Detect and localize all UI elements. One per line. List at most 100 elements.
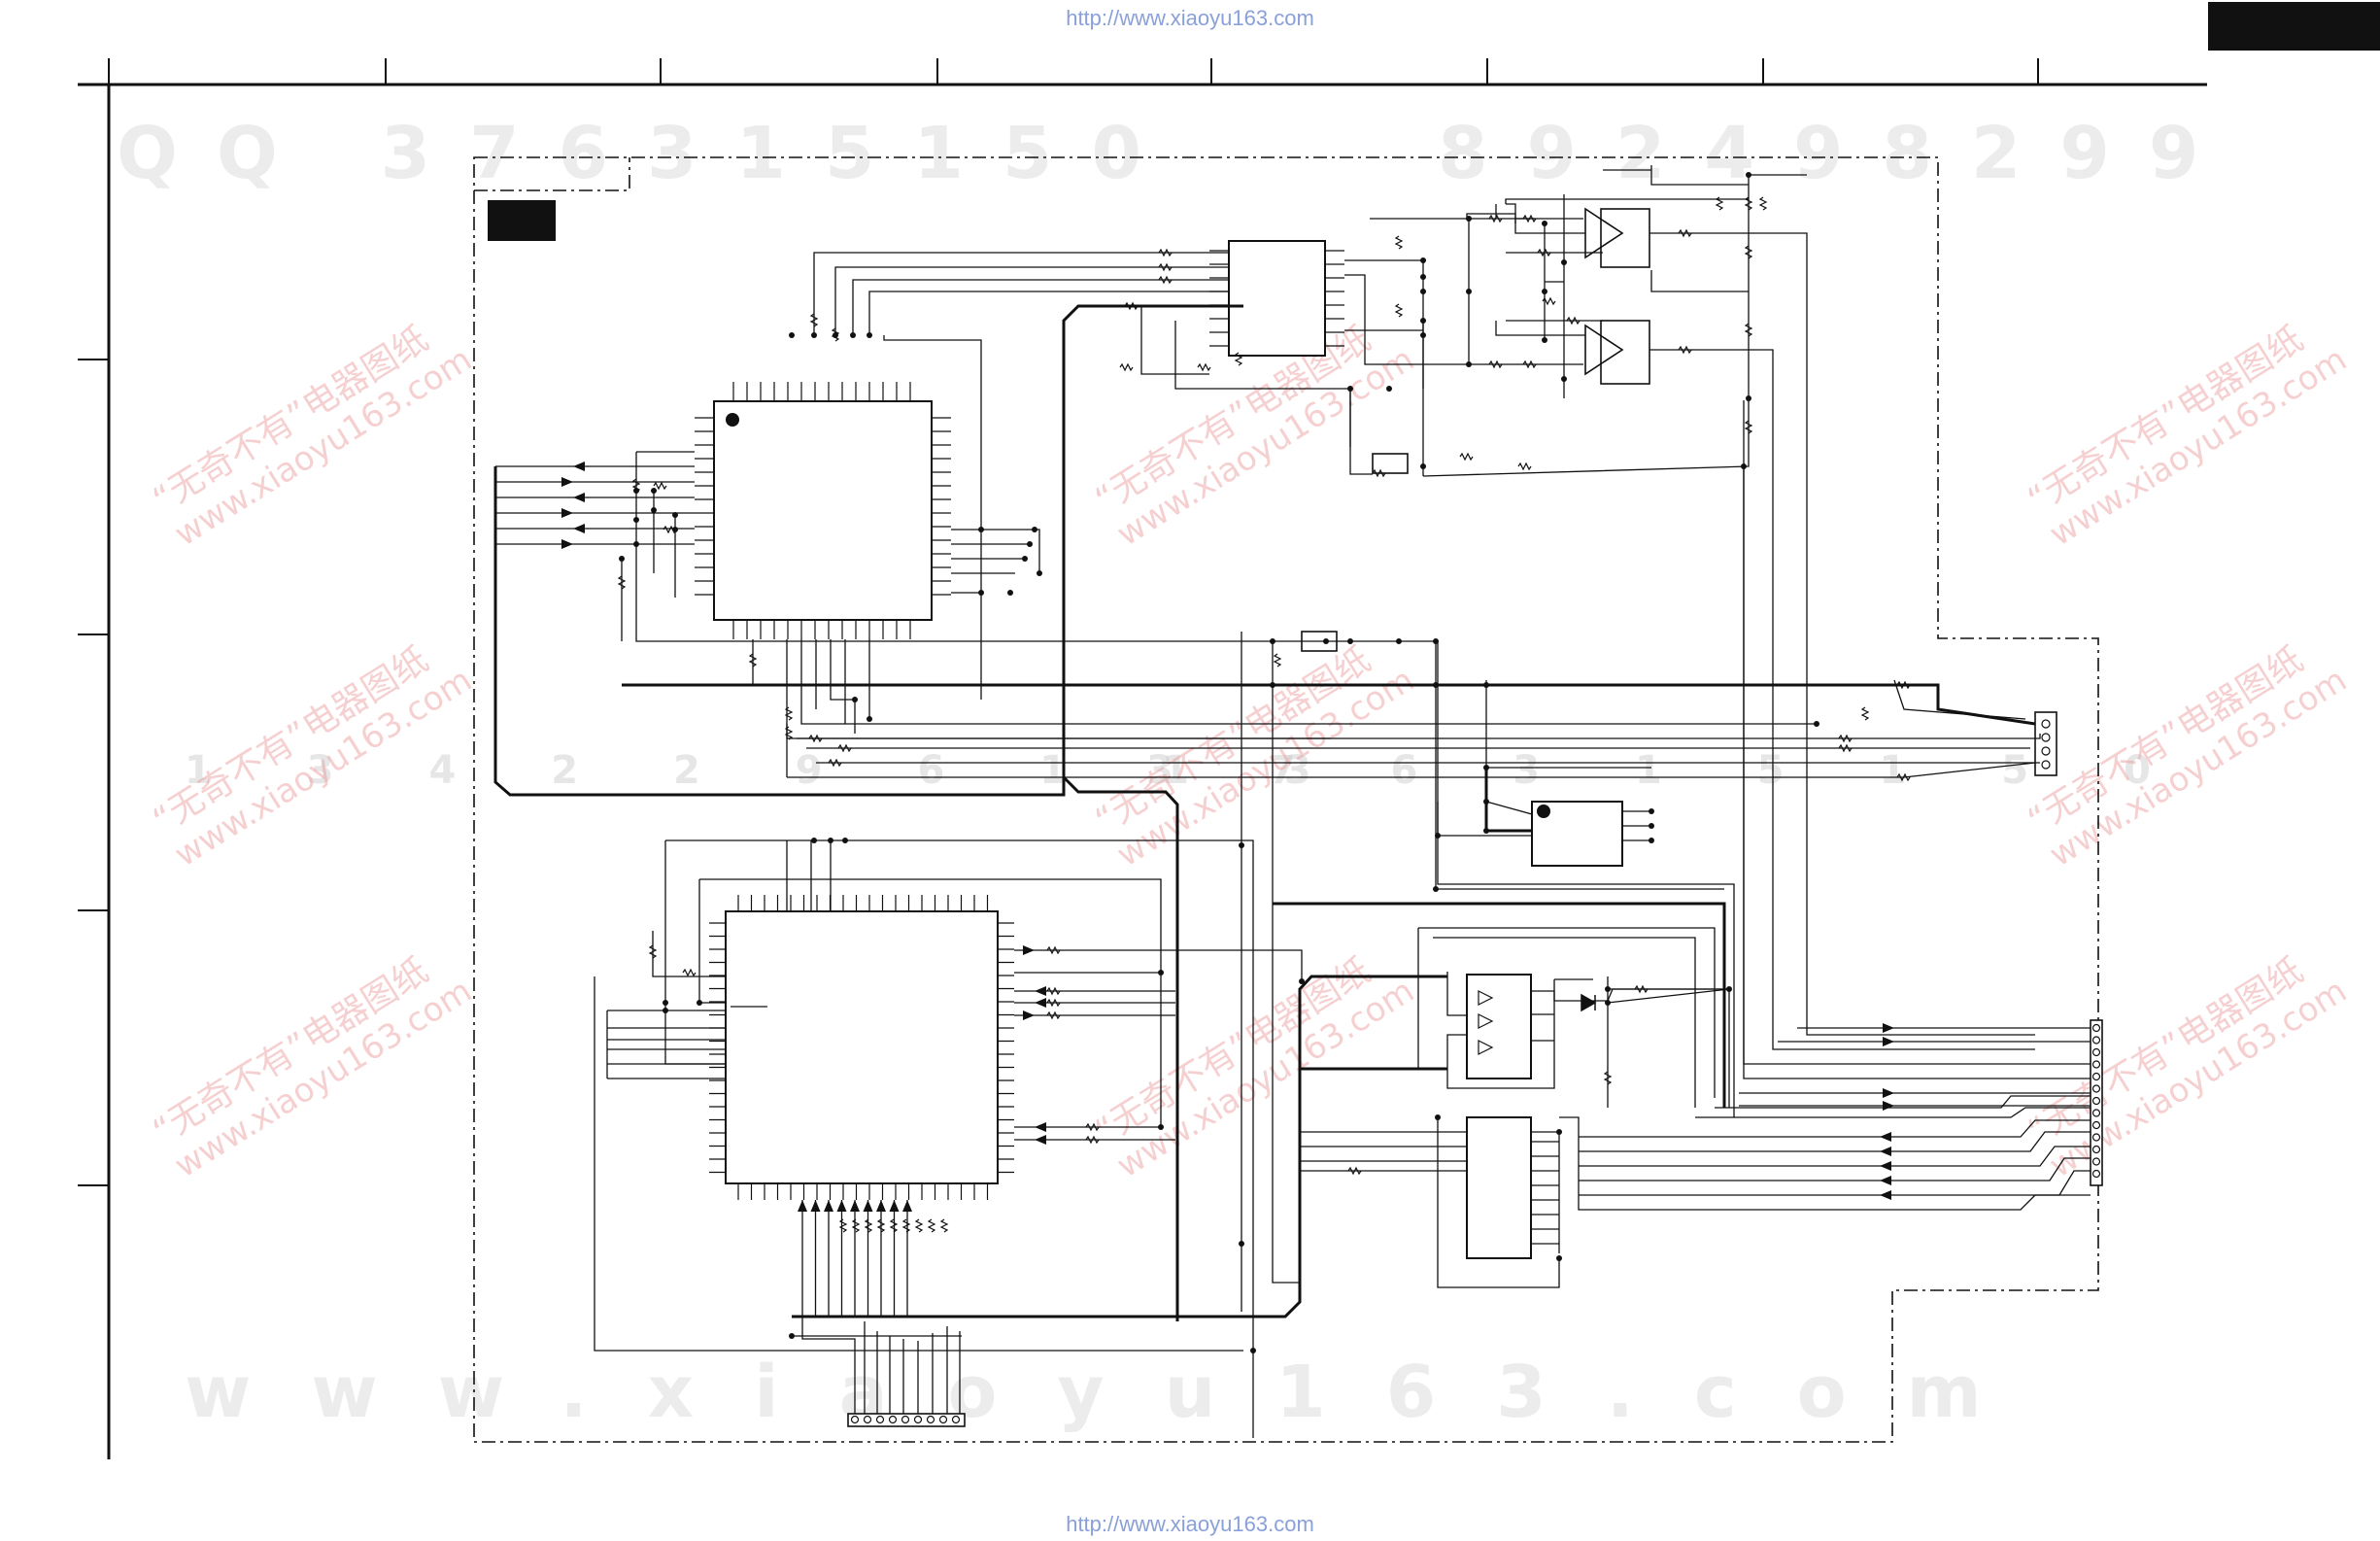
signal-arrow-icon bbox=[798, 1200, 807, 1212]
junction-dot bbox=[672, 512, 678, 518]
junction-dot bbox=[1605, 986, 1611, 992]
junction-dot bbox=[852, 697, 858, 702]
resistor-icon bbox=[1715, 196, 1724, 211]
wire bbox=[951, 529, 1040, 573]
connector-pin bbox=[863, 1415, 872, 1424]
junction-dot bbox=[663, 1008, 668, 1013]
signal-arrow-icon bbox=[561, 539, 573, 549]
wire bbox=[834, 266, 1229, 335]
junction-dot bbox=[850, 332, 856, 338]
junction-dot bbox=[1483, 765, 1489, 770]
watermark-url-bottom[interactable]: http://www.xiaoyu163.com bbox=[1066, 1512, 1314, 1536]
wire bbox=[1531, 1131, 1560, 1253]
resistor-icon bbox=[864, 1218, 873, 1233]
junction-dot bbox=[1542, 221, 1547, 226]
junction-dot bbox=[1649, 808, 1654, 814]
page-corner-tab bbox=[2208, 2, 2380, 51]
ic-lower-left-pins bbox=[709, 895, 1014, 1200]
connector-pin bbox=[2091, 1072, 2101, 1081]
resistor-icon bbox=[1046, 986, 1061, 996]
resistors bbox=[617, 196, 1911, 1233]
junction-dot bbox=[1649, 838, 1654, 843]
watermark-url-top[interactable]: http://www.xiaoyu163.com bbox=[1066, 6, 1314, 30]
wire bbox=[1344, 259, 1424, 476]
junction-dot bbox=[1435, 1114, 1441, 1120]
connector-pin bbox=[901, 1415, 910, 1424]
watermark-mid-right: 3 7 6 3 1 5 1 5 0 bbox=[1146, 748, 2192, 793]
junction-dot bbox=[1396, 638, 1402, 644]
ic-lower-right bbox=[1466, 1116, 1532, 1259]
connector-pin bbox=[2091, 1047, 2101, 1057]
ic-mid-right bbox=[1531, 801, 1623, 867]
resistor-icon bbox=[1273, 653, 1282, 668]
wire bbox=[1650, 270, 1749, 292]
resistor-icon bbox=[889, 1218, 899, 1233]
resistor-icon bbox=[784, 726, 794, 740]
junction-dot bbox=[1037, 570, 1042, 576]
ic-top-middle bbox=[1209, 240, 1344, 357]
resistor-icon bbox=[1394, 235, 1404, 250]
wire bbox=[1650, 165, 1749, 186]
resistor-icon bbox=[809, 313, 819, 327]
wire bbox=[801, 1317, 856, 1414]
junction-dot bbox=[867, 716, 872, 722]
resistor-icon bbox=[1744, 196, 1753, 211]
ic-buffer bbox=[1466, 974, 1532, 1079]
wire bbox=[1495, 321, 1585, 336]
connector-pin bbox=[2041, 760, 2051, 770]
resistor-icon bbox=[837, 743, 852, 753]
signal-arrow-icon bbox=[850, 1200, 860, 1212]
signal-arrow-icon bbox=[1880, 1147, 1891, 1156]
resistor-icon bbox=[1394, 303, 1404, 318]
resistor-icon bbox=[914, 1218, 924, 1233]
signal-arrow-icon bbox=[1880, 1190, 1891, 1200]
diode-icon bbox=[1581, 993, 1597, 1012]
junction-dot bbox=[978, 590, 984, 596]
junction-dot bbox=[828, 838, 833, 843]
signal-arrow-icon bbox=[1880, 1176, 1891, 1185]
resistor-icon bbox=[1896, 680, 1911, 690]
resistor-icon bbox=[1860, 706, 1870, 721]
resistor-icon bbox=[1566, 316, 1581, 325]
junction-dot bbox=[1741, 463, 1747, 469]
resistor-icon bbox=[901, 1218, 911, 1233]
signal-arrow-icon bbox=[1883, 1037, 1894, 1046]
wire bbox=[665, 839, 1254, 1438]
connector-pin bbox=[913, 1415, 923, 1424]
wire bbox=[1418, 927, 1716, 1098]
signal-arrow-icon bbox=[863, 1200, 873, 1212]
junction-dot bbox=[672, 527, 678, 532]
connector-pin bbox=[2041, 719, 2051, 729]
junction-dot bbox=[1433, 682, 1439, 688]
junction-dot bbox=[1420, 257, 1426, 263]
junction-dot bbox=[1556, 1255, 1562, 1261]
wire bbox=[594, 976, 1243, 1352]
wire bbox=[1579, 1146, 2091, 1167]
junction-dot bbox=[1239, 1241, 1244, 1247]
junction-dot bbox=[1420, 274, 1426, 280]
junction-dot bbox=[1386, 386, 1392, 392]
board-label-block bbox=[488, 200, 556, 241]
resistor-icon bbox=[1488, 214, 1503, 223]
resistor-icon bbox=[1119, 362, 1134, 372]
signal-arrow-icon bbox=[561, 508, 573, 518]
wire bbox=[1422, 175, 1750, 477]
connector-pin bbox=[2091, 1023, 2101, 1033]
junction-dot bbox=[1032, 527, 1037, 532]
connector-pin bbox=[888, 1415, 898, 1424]
wire bbox=[1417, 928, 1447, 1070]
ic-upper-left-body bbox=[713, 400, 933, 621]
wire bbox=[1437, 1117, 1560, 1288]
resistor-icon bbox=[1046, 998, 1061, 1008]
signal-arrow-icon bbox=[1880, 1132, 1891, 1142]
frame-grid bbox=[78, 58, 2207, 1459]
wire bbox=[1014, 949, 1303, 981]
resistor-icon bbox=[1678, 228, 1692, 238]
wire bbox=[1579, 1157, 2091, 1181]
resistor-icon bbox=[1537, 248, 1551, 257]
junction-dot bbox=[1239, 842, 1244, 848]
opamp-lower-frame bbox=[1600, 320, 1650, 385]
bus-wire bbox=[1273, 902, 1726, 1108]
ic-lower-left bbox=[709, 895, 1014, 1200]
signal-arrow-icon bbox=[889, 1200, 900, 1212]
